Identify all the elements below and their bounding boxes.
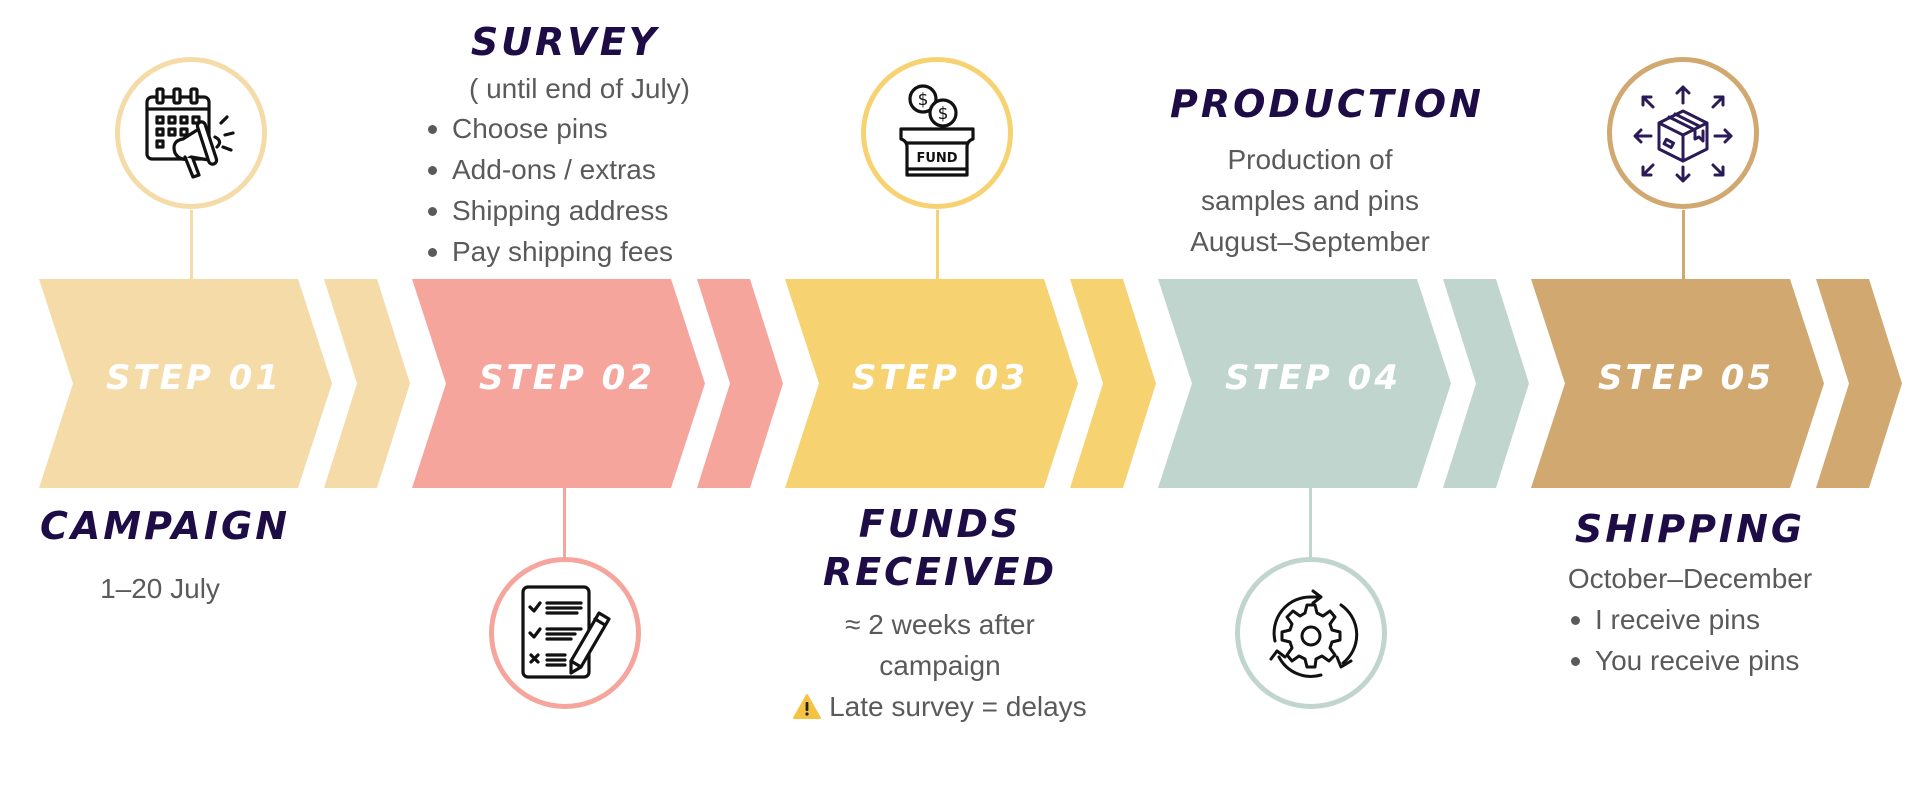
step-4-description: Production of samples and pins August–Se… (1160, 139, 1460, 262)
step-5-subtitle: October–December (1567, 563, 1813, 594)
survey-bullet: Add-ons / extras (420, 149, 673, 190)
step-1-label: STEP 01 (106, 358, 282, 398)
box-distribution-icon (1633, 85, 1733, 183)
survey-bullet: Choose pins (420, 108, 673, 149)
step-3-title-line: FUNDS (858, 502, 1022, 546)
step-2-title: SURVEY (470, 20, 660, 64)
step-3-title-line: RECEIVED (822, 550, 1058, 594)
step-1-date: 1–20 July (100, 573, 220, 604)
step-5-bullets: I receive pins You receive pins (1563, 599, 1799, 681)
step-5-connector (1682, 210, 1685, 280)
step-2-label: STEP 02 (479, 358, 655, 398)
step-5-label: STEP 05 (1598, 358, 1774, 398)
shipping-bullet: You receive pins (1563, 640, 1799, 681)
step-1-arrow-tail (324, 279, 410, 488)
survey-bullet: Shipping address (420, 190, 673, 231)
shipping-bullet: I receive pins (1563, 599, 1799, 640)
step-1-title: CAMPAIGN (39, 504, 290, 548)
step-5-chevron (1531, 279, 1824, 488)
step-1-icon-circle (115, 57, 267, 209)
step-3-description: ≈ 2 weeks after campaign Late survey = d… (780, 604, 1100, 727)
warning-icon (793, 694, 822, 719)
step-3-line: ≈ 2 weeks after (845, 609, 1035, 640)
step-4-arrow-tail (1443, 279, 1529, 488)
svg-text:FUND: FUND (916, 151, 957, 166)
step-1-connector (190, 210, 193, 280)
step-5-arrow-tail (1816, 279, 1902, 488)
step-2-chevron (412, 279, 705, 488)
step-3-chevron (785, 279, 1078, 488)
step-3-arrow-tail (1070, 279, 1156, 488)
step-4-line: August–September (1190, 226, 1430, 257)
step-3-warning: Late survey = delays (780, 686, 1100, 727)
step-4-connector (1309, 488, 1312, 558)
step-2-connector (563, 488, 566, 558)
step-2-icon-circle (489, 557, 641, 709)
svg-text:$: $ (938, 104, 949, 124)
step-4-icon-circle (1235, 557, 1387, 709)
step-3-icon-circle: $ $ FUND (861, 57, 1013, 209)
step-3-connector (936, 210, 939, 280)
step-3-line: campaign (879, 650, 1001, 681)
fund-jar-coins-icon: $ $ FUND (899, 84, 975, 177)
step-2-arrow-tail (697, 279, 783, 488)
step-5-title: SHIPPING (1574, 507, 1806, 551)
gear-cycle-icon (1269, 589, 1359, 678)
warning-text: Late survey = delays (829, 691, 1087, 722)
step-3-label: STEP 03 (852, 358, 1028, 398)
step-3-title: FUNDS RECEIVED (800, 500, 1080, 596)
step-5-icon-circle (1607, 57, 1759, 209)
step-4-chevron (1158, 279, 1451, 488)
svg-text:$: $ (918, 90, 929, 110)
step-4-title: PRODUCTION (1170, 82, 1484, 126)
checklist-pencil-icon (521, 585, 611, 679)
survey-bullet: Pay shipping fees (420, 231, 673, 272)
step-2-subtitle: ( until end of July) (469, 73, 690, 104)
step-2-bullets: Choose pins Add-ons / extras Shipping ad… (420, 108, 673, 272)
step-1-chevron (39, 279, 332, 488)
step-4-line: Production of (1227, 144, 1393, 175)
step-4-line: samples and pins (1201, 185, 1419, 216)
calendar-megaphone-icon (145, 87, 235, 179)
step-4-label: STEP 04 (1225, 358, 1401, 398)
